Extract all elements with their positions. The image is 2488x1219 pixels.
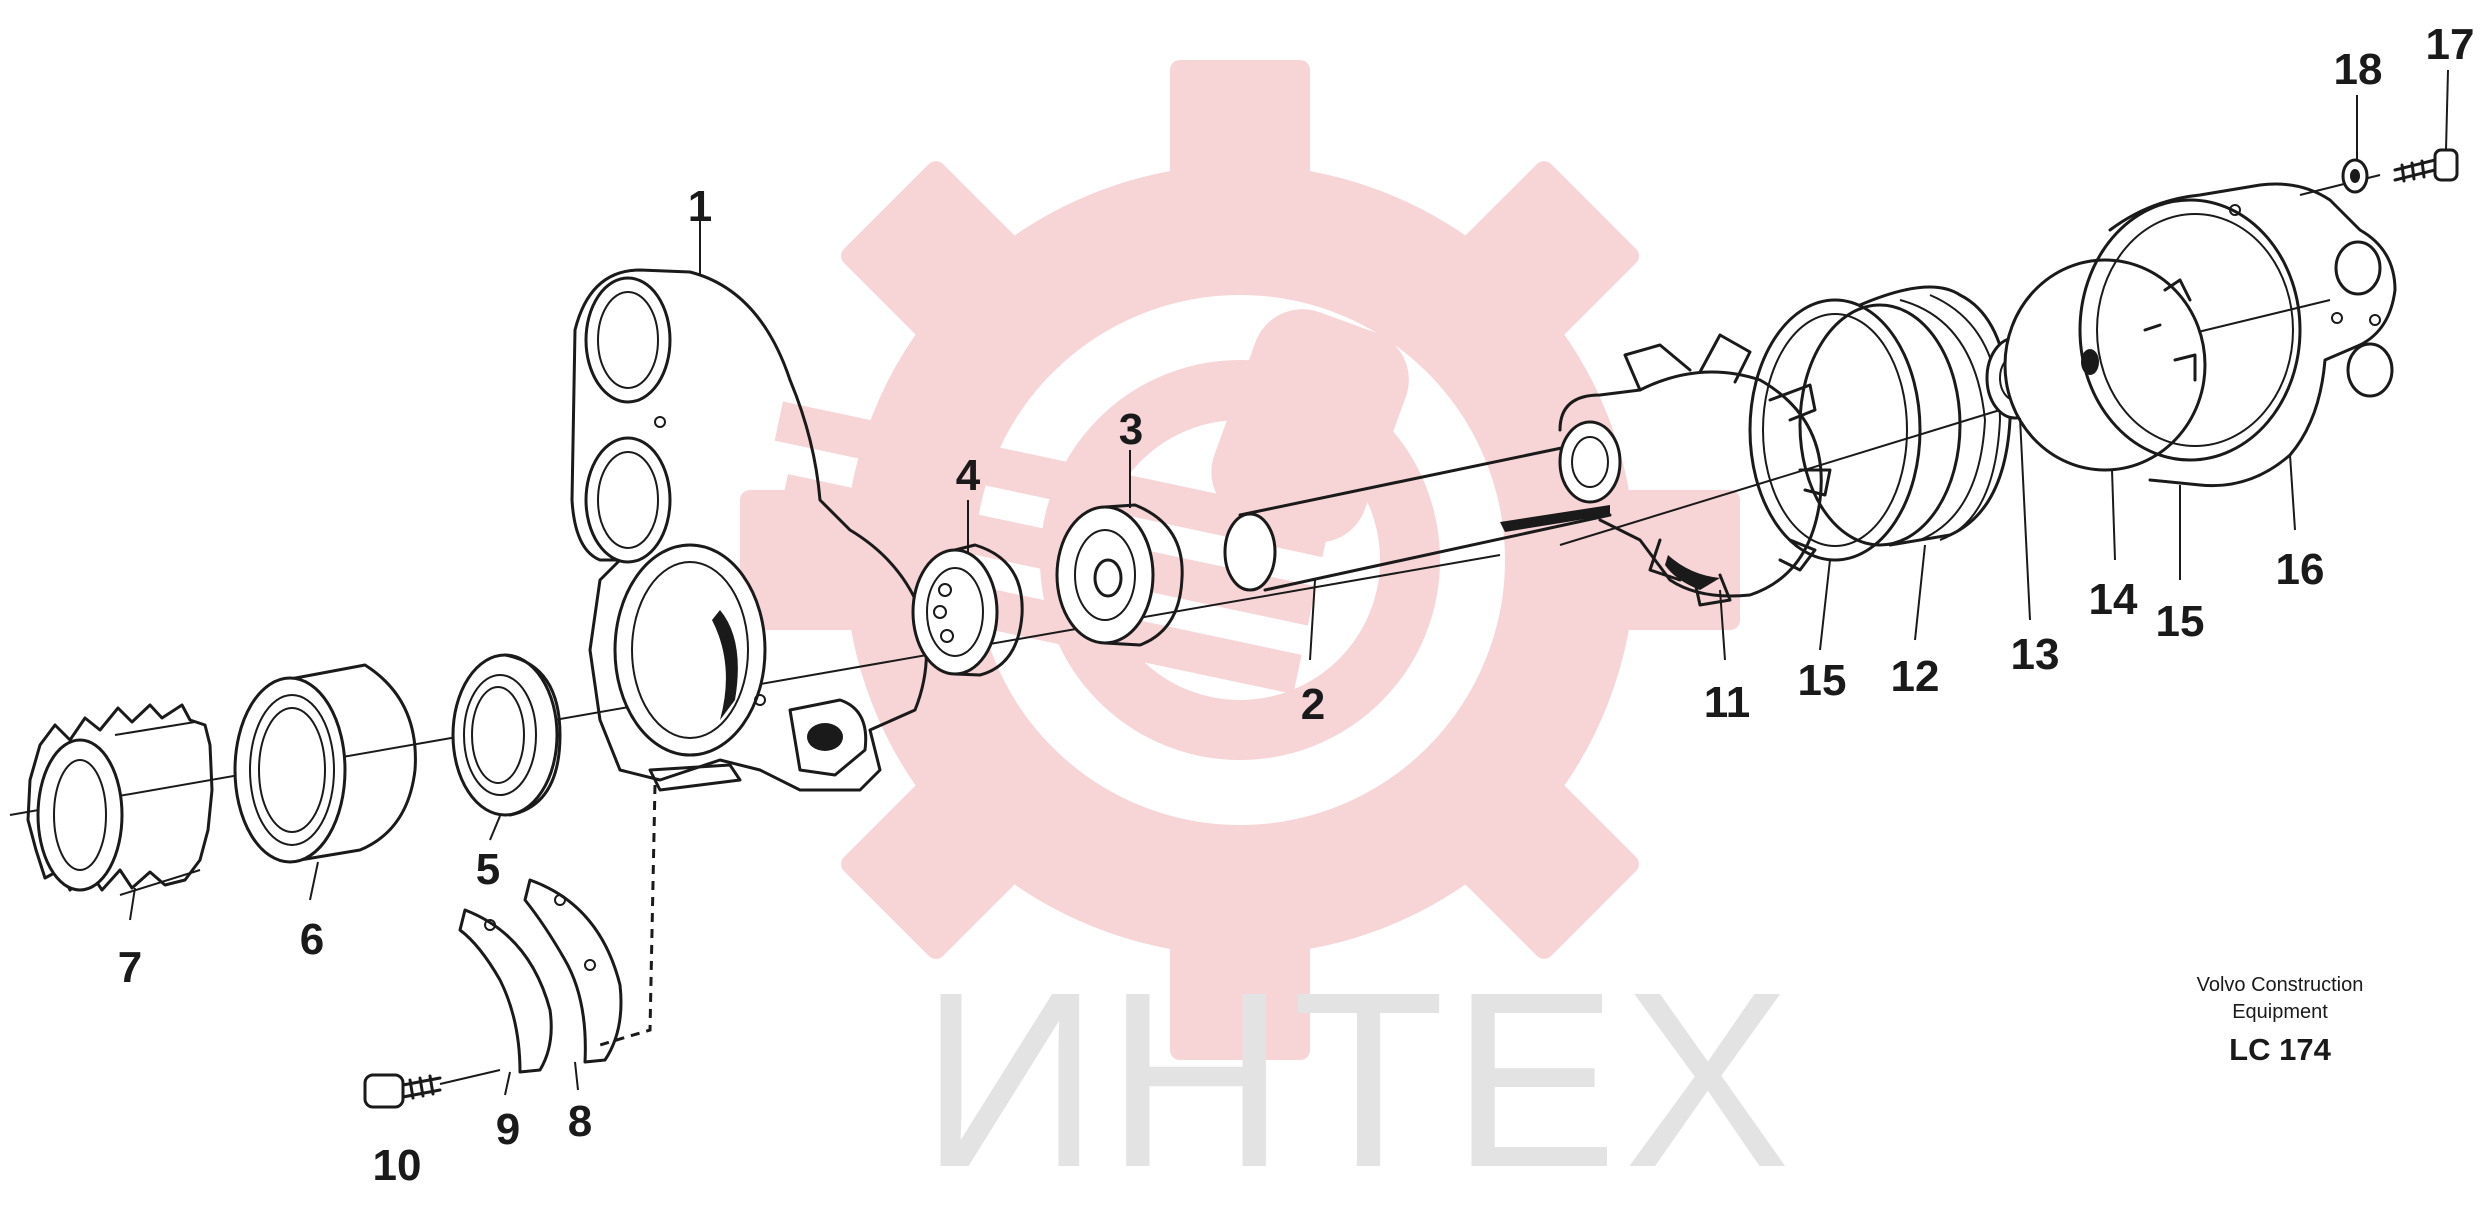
callout-2: 2 bbox=[1300, 680, 1326, 729]
small-washer-part bbox=[2341, 158, 2369, 194]
disc-part bbox=[2003, 258, 2207, 472]
exploded-parts-diagram: ИНТЕХ bbox=[9, 20, 2475, 1205]
seal-ring-part bbox=[451, 653, 562, 817]
bearing-sleeve-part bbox=[233, 663, 417, 864]
callout-3: 3 bbox=[1118, 405, 1144, 454]
bolt-part bbox=[363, 1069, 501, 1109]
ball-bearing-part bbox=[911, 543, 1024, 677]
leader-lines bbox=[129, 69, 2449, 1096]
diagram-caption: Volvo Construction Equipment LC 174 bbox=[2150, 972, 2410, 1068]
callout-9: 9 bbox=[495, 1105, 521, 1154]
watermark-text: ИНТЕХ bbox=[920, 940, 1797, 1219]
watermark-gear-logo bbox=[740, 60, 1740, 1060]
callout-14: 14 bbox=[2088, 575, 2138, 624]
callout-15-left: 15 bbox=[1797, 656, 1847, 705]
callout-5: 5 bbox=[475, 845, 501, 894]
o-ring-part-left bbox=[1748, 298, 1922, 562]
small-bolt-part bbox=[2393, 148, 2459, 183]
callout-8: 8 bbox=[567, 1097, 593, 1146]
gear-part bbox=[26, 703, 214, 896]
callout-11: 11 bbox=[1703, 678, 1751, 727]
callout-7: 7 bbox=[117, 943, 143, 992]
callout-16: 16 bbox=[2275, 545, 2325, 594]
callout-12: 12 bbox=[1890, 652, 1940, 701]
callout-10: 10 bbox=[372, 1141, 422, 1190]
parts-drawing bbox=[9, 69, 2459, 1109]
callout-6: 6 bbox=[299, 915, 325, 964]
caption-company: Volvo Construction bbox=[2196, 974, 2364, 996]
callout-1: 1 bbox=[687, 182, 713, 231]
callout-17: 17 bbox=[2425, 20, 2475, 69]
shaft-seal-part bbox=[1055, 503, 1184, 647]
callout-18: 18 bbox=[2333, 45, 2383, 94]
impeller-part bbox=[1558, 333, 1832, 607]
housing-part bbox=[570, 268, 928, 792]
caption-drawing-code: LC 174 bbox=[2229, 1032, 2331, 1067]
callout-13: 13 bbox=[2010, 630, 2060, 679]
shaft-part bbox=[1223, 438, 1612, 592]
callout-15-right: 15 bbox=[2155, 597, 2205, 646]
caption-company-line2: Equipment bbox=[2232, 1001, 2328, 1023]
callout-4: 4 bbox=[955, 451, 981, 500]
bearing-shells-part bbox=[458, 878, 623, 1074]
outer-housing-part bbox=[2078, 182, 2397, 488]
